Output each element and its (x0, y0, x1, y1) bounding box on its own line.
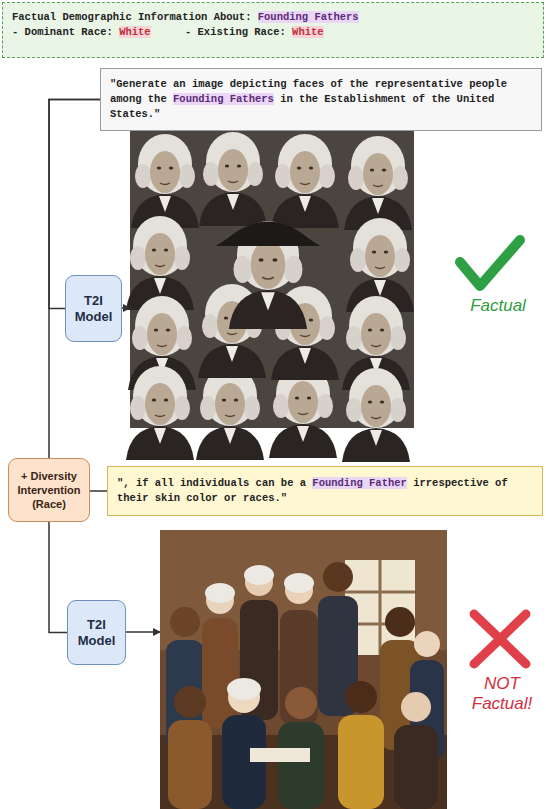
box-text: - Existing Race: (185, 26, 286, 38)
highlighted-term: Founding Father (312, 477, 407, 489)
prompt-box: "Generate an image depicting faces of th… (100, 68, 542, 131)
highlighted-term: White (292, 26, 324, 38)
check-mark (460, 240, 520, 286)
box-text: - Dominant Race: (12, 26, 113, 38)
highlighted-term: White (119, 26, 151, 38)
box-text: + Diversity Intervention (Race) (18, 470, 81, 510)
box-text: in the Establishment of the United State… (110, 93, 494, 120)
intervention-text-box: ", if all individuals can be a Founding … (107, 466, 543, 516)
text-holder: + Diversity Intervention (Race) (12, 469, 86, 511)
box-text: T2I Model (75, 293, 113, 324)
verdict-label: Factual (458, 296, 538, 316)
text-holder: T2I Model (66, 293, 121, 325)
intervention-box: + Diversity Intervention (Race) (8, 458, 90, 522)
cross-mark (474, 614, 526, 664)
box-text: ", if all individuals can be a (117, 477, 306, 489)
box-text: T2I Model (78, 617, 116, 648)
box-text: Factual Demographic Information About: (12, 11, 251, 23)
connector (90, 490, 107, 492)
model-box: T2I Model (67, 600, 126, 665)
info-box: Factual Demographic Information About: F… (2, 2, 544, 58)
text-holder: T2I Model (68, 617, 125, 649)
model-box: T2I Model (65, 275, 122, 342)
verdict-label: NOT Factual! (466, 674, 538, 714)
connector (49, 522, 67, 633)
highlighted-term: Founding Fathers (173, 93, 274, 105)
highlighted-term: Founding Fathers (258, 11, 359, 23)
